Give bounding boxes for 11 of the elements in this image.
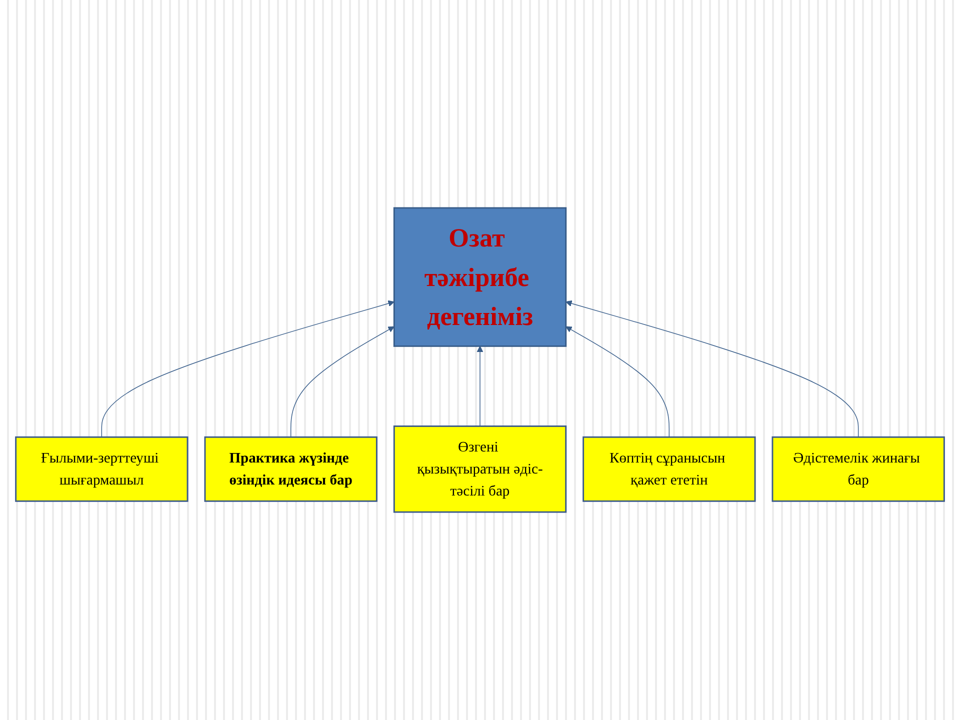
arrow <box>476 346 484 427</box>
node-box: Көптің сұранысын қажет ететін <box>582 436 756 502</box>
arrow <box>290 326 394 438</box>
arrow <box>566 300 859 438</box>
node-box: Озат тәжірибе дегеніміз <box>393 207 567 347</box>
arrow <box>566 326 670 438</box>
node-box: Ғылыми-зерттеуші шығармашыл <box>15 436 188 502</box>
arrow <box>101 300 394 438</box>
node-box: Әдістемелік жинағы бар <box>772 436 945 502</box>
node-box: Өзгені қызықтыратын әдіс-тәсілі бар <box>393 425 567 513</box>
node-box: Практика жүзінде өзіндік идеясы бар <box>204 436 378 502</box>
